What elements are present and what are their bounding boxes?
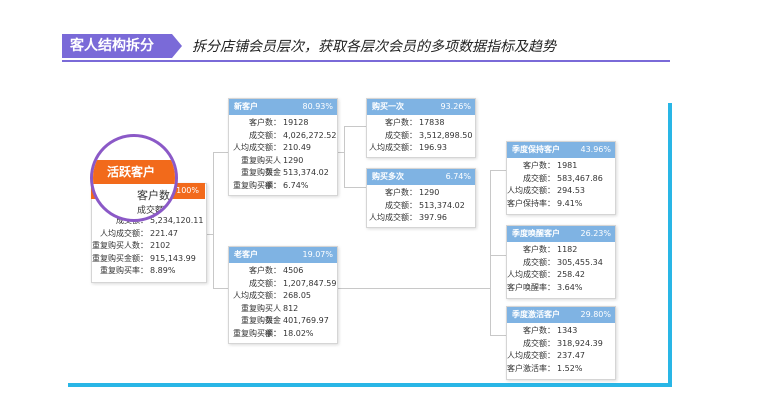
- card-title: 新客户: [234, 102, 258, 111]
- connector: [213, 288, 228, 289]
- connector: [490, 255, 506, 256]
- card-header: 季度激活客户 29.80%: [507, 307, 615, 323]
- connector: [335, 288, 490, 289]
- activated-customer-card: 季度激活客户 29.80% 客户数：1343 成交额：318,924.39 人均…: [506, 306, 616, 380]
- card-title: 季度唤醒客户: [512, 229, 560, 238]
- connector: [490, 170, 491, 335]
- card-title: 季度激活客户: [512, 310, 560, 319]
- connector: [213, 152, 228, 153]
- connector: [344, 126, 345, 187]
- active-percent: 100%: [176, 186, 199, 195]
- retained-customer-card: 季度保持客户 43.96% 客户数：1981 成交额：583,467.86 人均…: [506, 141, 616, 215]
- card-header: 季度保持客户 43.96%: [507, 142, 615, 158]
- connector: [344, 187, 366, 188]
- card-title: 季度保持客户: [512, 145, 560, 154]
- connector: [206, 234, 214, 235]
- card-title: 购买一次: [372, 102, 404, 111]
- header-underline: [62, 60, 670, 62]
- new-customer-card: 新客户 80.93% 客户数：19128 成交额：4,026,272.52 人均…: [228, 98, 338, 196]
- card-title: 购买多次: [372, 172, 404, 181]
- card-title: 老客户: [234, 250, 258, 259]
- magnified-label-2: 成交额 34: [137, 206, 178, 216]
- active-card-title: 活跃客户: [93, 160, 175, 184]
- panel-accent: [68, 383, 80, 387]
- card-header: 老客户 19.07%: [229, 247, 337, 263]
- connector: [344, 126, 366, 127]
- card-percent: 19.07%: [302, 250, 333, 259]
- card-header: 购买一次 93.26%: [367, 99, 475, 115]
- magnifier-highlight: 活跃客户 客户数 成交额 34: [90, 134, 178, 222]
- buy-multi-card: 购买多次 6.74% 客户数：1290 成交额：513,374.02 人均成交额…: [366, 168, 476, 228]
- card-header: 季度唤醒客户 26.23%: [507, 226, 615, 242]
- connector: [490, 170, 506, 171]
- connector: [490, 335, 506, 336]
- awakened-customer-card: 季度唤醒客户 26.23% 客户数：1182 成交额：305,455.34 人均…: [506, 225, 616, 299]
- card-percent: 29.80%: [580, 310, 611, 319]
- magnified-label: 客户数: [137, 189, 170, 202]
- card-percent: 80.93%: [302, 102, 333, 111]
- card-percent: 26.23%: [580, 229, 611, 238]
- badge-arrow: [172, 34, 182, 58]
- card-percent: 6.74%: [445, 172, 471, 181]
- card-percent: 93.26%: [440, 102, 471, 111]
- connector: [213, 152, 214, 288]
- card-header: 购买多次 6.74%: [367, 169, 475, 185]
- card-header: 新客户 80.93%: [229, 99, 337, 115]
- card-percent: 43.96%: [580, 145, 611, 154]
- buy-once-card: 购买一次 93.26% 客户数：17838 成交额：3,512,898.50 人…: [366, 98, 476, 158]
- connector: [335, 152, 344, 153]
- old-customer-card: 老客户 19.07% 客户数：4506 成交额：1,207,847.59 人均成…: [228, 246, 338, 344]
- section-subtitle: 拆分店铺会员层次，获取各层次会员的多项数据指标及趋势: [192, 39, 556, 55]
- section-badge: 客人结构拆分: [62, 34, 172, 58]
